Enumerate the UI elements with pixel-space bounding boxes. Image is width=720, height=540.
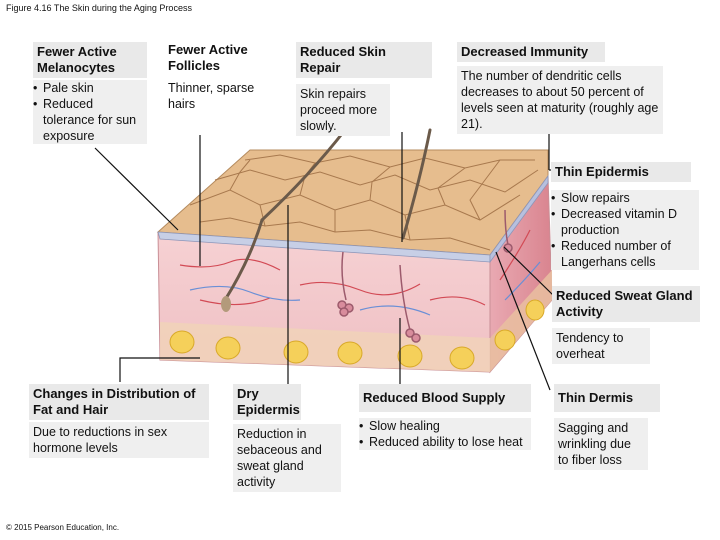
dry-text: Reduction in sebaceous and sweat gland a…: [233, 424, 341, 492]
dermis-callout: Thin Dermis Sagging and wrinkling due to…: [554, 384, 660, 470]
sweat-text: Tendency to overheat: [552, 328, 650, 364]
blood-list: Slow healing Reduced ability to lose hea…: [359, 418, 531, 450]
follicles-title: Fewer Active Follicles: [168, 42, 248, 73]
blood-title: Reduced Blood Supply: [359, 384, 531, 412]
epidermis-title: Thin Epidermis: [551, 162, 691, 182]
melanocytes-bullet: Pale skin: [33, 80, 147, 96]
follicles-callout: Fewer Active Follicles Thinner, sparse h…: [164, 42, 276, 114]
fat-title: Changes in Distribution of Fat and Hair: [29, 384, 209, 420]
dermis-text: Sagging and wrinkling due to fiber loss: [554, 418, 648, 470]
epidermis-bullet: Decreased vitamin D production: [551, 206, 699, 238]
epidermis-callout: Thin Epidermis Slow repairs Decreased vi…: [551, 162, 699, 270]
immunity-callout: Decreased Immunity The number of dendrit…: [457, 42, 663, 134]
melanocytes-callout: Fewer Active Melanocytes Pale skin Reduc…: [33, 42, 147, 144]
fat-globules: [169, 299, 545, 370]
melanocytes-list: Pale skin Reduced tolerance for sun expo…: [33, 80, 147, 144]
follicles-text: Thinner, sparse hairs: [168, 81, 255, 111]
blood-bullet: Slow healing: [359, 418, 531, 434]
epidermis-bullet: Slow repairs: [551, 190, 699, 206]
repair-title: Reduced Skin Repair: [296, 42, 432, 78]
copyright-notice: © 2015 Pearson Education, Inc.: [6, 523, 120, 532]
melanocytes-title: Fewer Active Melanocytes: [33, 42, 147, 78]
fat-text: Due to reductions in sex hormone levels: [29, 422, 209, 458]
dry-callout: Dry Epidermis Reduction in sebaceous and…: [233, 384, 341, 492]
repair-text: Skin repairs proceed more slowly.: [296, 84, 390, 136]
melanocytes-bullet: Reduced tolerance for sun exposure: [33, 96, 147, 144]
hair-shaft: [260, 128, 347, 222]
immunity-title: Decreased Immunity: [457, 42, 605, 62]
immunity-text: The number of dendritic cells decreases …: [457, 66, 663, 134]
blood-bullet: Reduced ability to lose heat: [359, 434, 531, 450]
dry-title: Dry Epidermis: [233, 384, 301, 420]
fat-callout: Changes in Distribution of Fat and Hair …: [29, 384, 209, 458]
epidermis-list: Slow repairs Decreased vitamin D product…: [551, 190, 699, 270]
dermis-title: Thin Dermis: [554, 384, 660, 412]
sweat-callout: Reduced Sweat Gland Activity Tendency to…: [552, 286, 700, 364]
blood-callout: Reduced Blood Supply Slow healing Reduce…: [359, 384, 531, 450]
repair-callout: Reduced Skin Repair Skin repairs proceed…: [296, 42, 432, 136]
sweat-title: Reduced Sweat Gland Activity: [552, 286, 700, 322]
epidermis-bullet: Reduced number of Langerhans cells: [551, 238, 699, 270]
figure-title: Figure 4.16 The Skin during the Aging Pr…: [6, 3, 192, 13]
